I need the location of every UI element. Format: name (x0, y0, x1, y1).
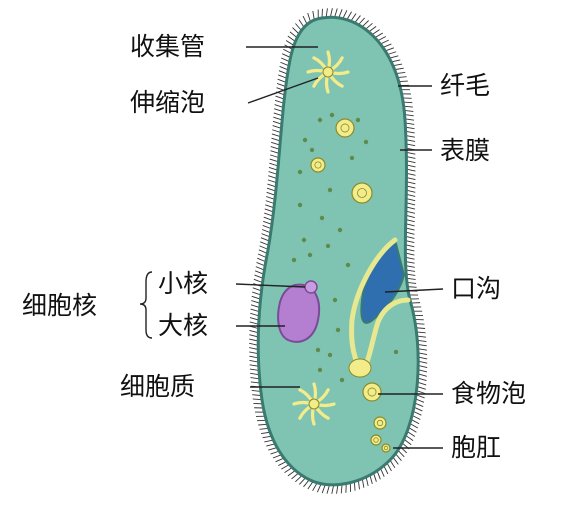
food-vacuole (382, 444, 390, 452)
granule (350, 156, 354, 160)
granule (328, 353, 332, 357)
granule (356, 118, 360, 122)
food-vacuole (352, 183, 372, 203)
label-nucleus: 细胞核 (22, 293, 97, 318)
forming-food-vacuole (349, 359, 371, 377)
granule (298, 203, 302, 207)
label-contractile-vacuole: 伸缩泡 (130, 90, 205, 115)
granule (308, 253, 312, 257)
vacuole-center (323, 67, 333, 77)
contractile-vacuole-bottom (294, 384, 334, 424)
granule (394, 350, 398, 354)
label-cilia: 纤毛 (440, 73, 490, 98)
nucleus-brace (140, 272, 152, 338)
granule (338, 228, 342, 232)
granule (326, 244, 330, 248)
label-food-vacuole: 食物泡 (451, 381, 526, 406)
granule (318, 368, 322, 372)
label-cytoplasm: 细胞质 (120, 374, 195, 399)
contractile-vacuole-top (308, 52, 348, 92)
food-vacuole (371, 435, 381, 445)
granule (340, 378, 344, 382)
food-vacuole (336, 119, 354, 137)
cilium (276, 96, 285, 99)
label-pellicle: 表膜 (440, 138, 490, 163)
label-oral-groove: 口沟 (451, 276, 501, 301)
granule (364, 140, 368, 144)
granule (292, 258, 296, 262)
granule (330, 113, 334, 117)
granule (328, 188, 332, 192)
label-micronucleus: 小核 (158, 271, 208, 296)
vacuole-center (309, 399, 319, 409)
granule (333, 298, 337, 302)
granule (302, 238, 306, 242)
micronucleus-shape (305, 281, 317, 293)
granule (303, 138, 307, 142)
food-vacuole (363, 383, 381, 401)
granule (320, 216, 324, 220)
food-vacuole (374, 417, 386, 429)
granule (318, 118, 322, 122)
granule (336, 328, 340, 332)
granule (346, 263, 350, 267)
granule (298, 170, 302, 174)
label-macronucleus: 大核 (158, 313, 208, 338)
label-anal-pore: 胞肛 (451, 435, 501, 460)
cilium (275, 100, 284, 103)
granule (310, 148, 314, 152)
label-contractile-canal: 收集管 (130, 34, 205, 59)
food-vacuole (311, 158, 325, 172)
cilium (277, 83, 286, 86)
granule (316, 348, 320, 352)
